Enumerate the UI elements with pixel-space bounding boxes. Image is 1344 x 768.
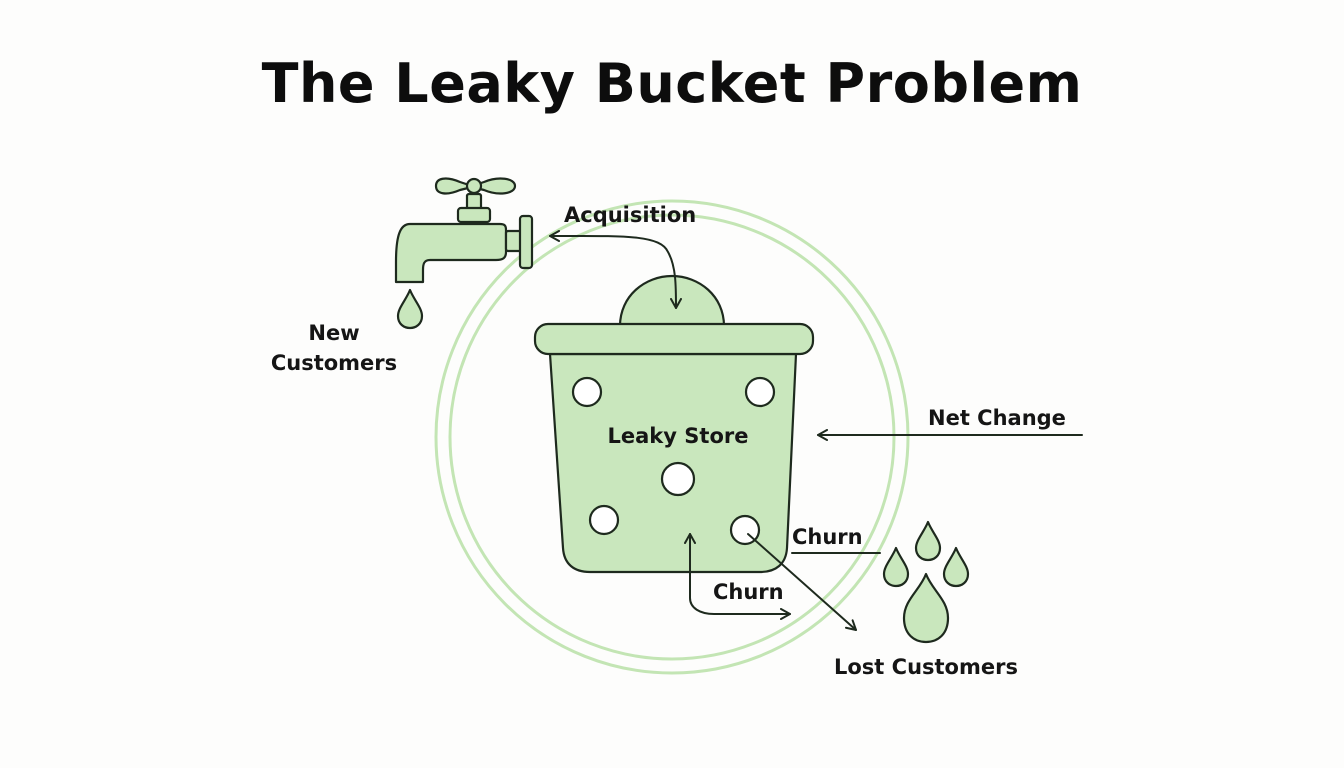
acquisition-label: Acquisition <box>564 203 697 227</box>
diagram-title: The Leaky Bucket Problem <box>261 52 1083 115</box>
arrows <box>549 229 1083 631</box>
lost-customers-label: Lost Customers <box>834 655 1018 679</box>
new-customers-label-line2: Customers <box>270 351 398 375</box>
new-customers-label-line1: New <box>308 321 360 345</box>
churn-loop-arrow <box>684 533 791 620</box>
acquisition-arrow <box>549 229 682 309</box>
bucket-icon <box>533 274 815 574</box>
bucket-label: Leaky Store <box>607 424 749 448</box>
cycle-ring <box>434 199 910 675</box>
churn-label-right: Churn <box>792 525 863 549</box>
faucet-icon <box>394 177 534 330</box>
churn-label-bottom: Churn <box>713 580 784 604</box>
net-change-label: Net Change <box>928 406 1066 430</box>
water-drops-icon <box>882 520 970 644</box>
